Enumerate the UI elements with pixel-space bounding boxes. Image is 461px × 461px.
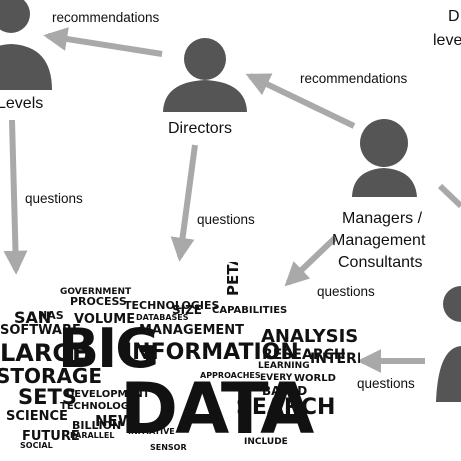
role-label-managers-2: Management	[332, 232, 426, 249]
person-icon-managers	[352, 119, 417, 197]
word-cloud-word: INITIATIVE	[128, 427, 175, 436]
arrow-levels-to-cloud	[3, 119, 28, 275]
edge-label-questions-left: questions	[25, 191, 83, 206]
word-cloud-word: WORLD	[294, 373, 336, 384]
edge-label-questions-right: questions	[357, 376, 415, 391]
word-cloud-word: PARALLEL	[70, 431, 115, 440]
person-icon-directors	[163, 38, 247, 112]
word-cloud-word: RESEARCH	[262, 347, 346, 363]
word-cloud-word: LARGE	[0, 339, 89, 367]
word-cloud-word: DATABASES	[136, 313, 189, 322]
person-icon-levels	[0, 0, 52, 90]
role-label-right-1: D	[448, 8, 460, 25]
word-cloud-word: SENSOR	[150, 443, 187, 452]
edge-label-recommendations-mid: recommendations	[300, 71, 408, 86]
arrow-directors-to-cloud	[170, 144, 198, 262]
word-cloud-word: BILLION	[72, 419, 122, 432]
arrow-directors-to-levels	[43, 27, 163, 57]
word-cloud-word: DATA	[120, 368, 314, 450]
word-cloud-word: CAPABILITIES	[212, 305, 288, 316]
word-cloud-word: ANALYSIS	[261, 326, 359, 347]
word-cloud-word: STORAGE	[0, 364, 103, 388]
word-cloud-word: TECHNOLOGIES	[124, 299, 220, 312]
role-label-right-2: leve	[433, 32, 461, 49]
arrow-right-edge	[437, 183, 461, 209]
word-cloud-word: SETS	[18, 385, 77, 409]
edge-label-questions-directors: questions	[197, 212, 255, 227]
word-cloud-word: BIG	[58, 317, 160, 380]
word-cloud-word: INFORMATION	[124, 340, 299, 365]
role-label-directors: Directors	[168, 120, 233, 137]
word-cloud-word: BASED	[262, 384, 308, 398]
edge-label-questions-managers: questions	[317, 284, 375, 299]
word-cloud-word: GOVERNMENT	[60, 287, 132, 297]
word-cloud-word: SAN	[14, 308, 52, 327]
word-cloud-word: APPROACHES	[200, 371, 261, 380]
word-cloud-word: SIZE	[172, 303, 203, 317]
word-cloud-word: PETABYTES	[224, 262, 242, 296]
word-cloud-word: SCIENCE	[6, 409, 68, 424]
word-cloud-word: SOFTWARE	[0, 323, 81, 338]
arrow-managers-to-directors	[245, 73, 356, 129]
word-cloud-word: NEW	[95, 412, 135, 430]
word-cloud-word: SOCIAL	[20, 441, 53, 450]
word-cloud-word: SEARCH	[236, 395, 336, 420]
arrow-managers-to-cloud	[284, 235, 338, 287]
word-cloud-word: EVERY	[260, 373, 293, 383]
word-cloud-word: NAS	[38, 309, 64, 322]
word-cloud-word: LEARNING	[258, 361, 310, 371]
word-cloud-word: MANAGEMENT	[139, 323, 245, 338]
person-icon-right	[436, 286, 461, 402]
word-cloud-word: DEVELOPMENT	[66, 389, 150, 400]
word-cloud-word: INCLUDE	[244, 437, 288, 447]
role-label-managers-3: Consultants	[338, 254, 423, 271]
word-cloud-word: TECHNOLOGY	[60, 401, 136, 412]
word-cloud-word: INTERNET	[310, 351, 360, 367]
word-cloud-word: FUTURE	[22, 429, 80, 444]
role-label-managers-1: Managers /	[342, 210, 423, 227]
role-label-levels: Levels	[0, 95, 44, 112]
word-cloud: BIG DATA INFORMATION LARGE STORAGE SOFTW…	[0, 262, 360, 461]
word-cloud-word: VOLUME	[74, 312, 136, 327]
edge-label-recommendations-top: recommendations	[52, 10, 160, 25]
word-cloud-word: PROCESS	[70, 295, 127, 308]
